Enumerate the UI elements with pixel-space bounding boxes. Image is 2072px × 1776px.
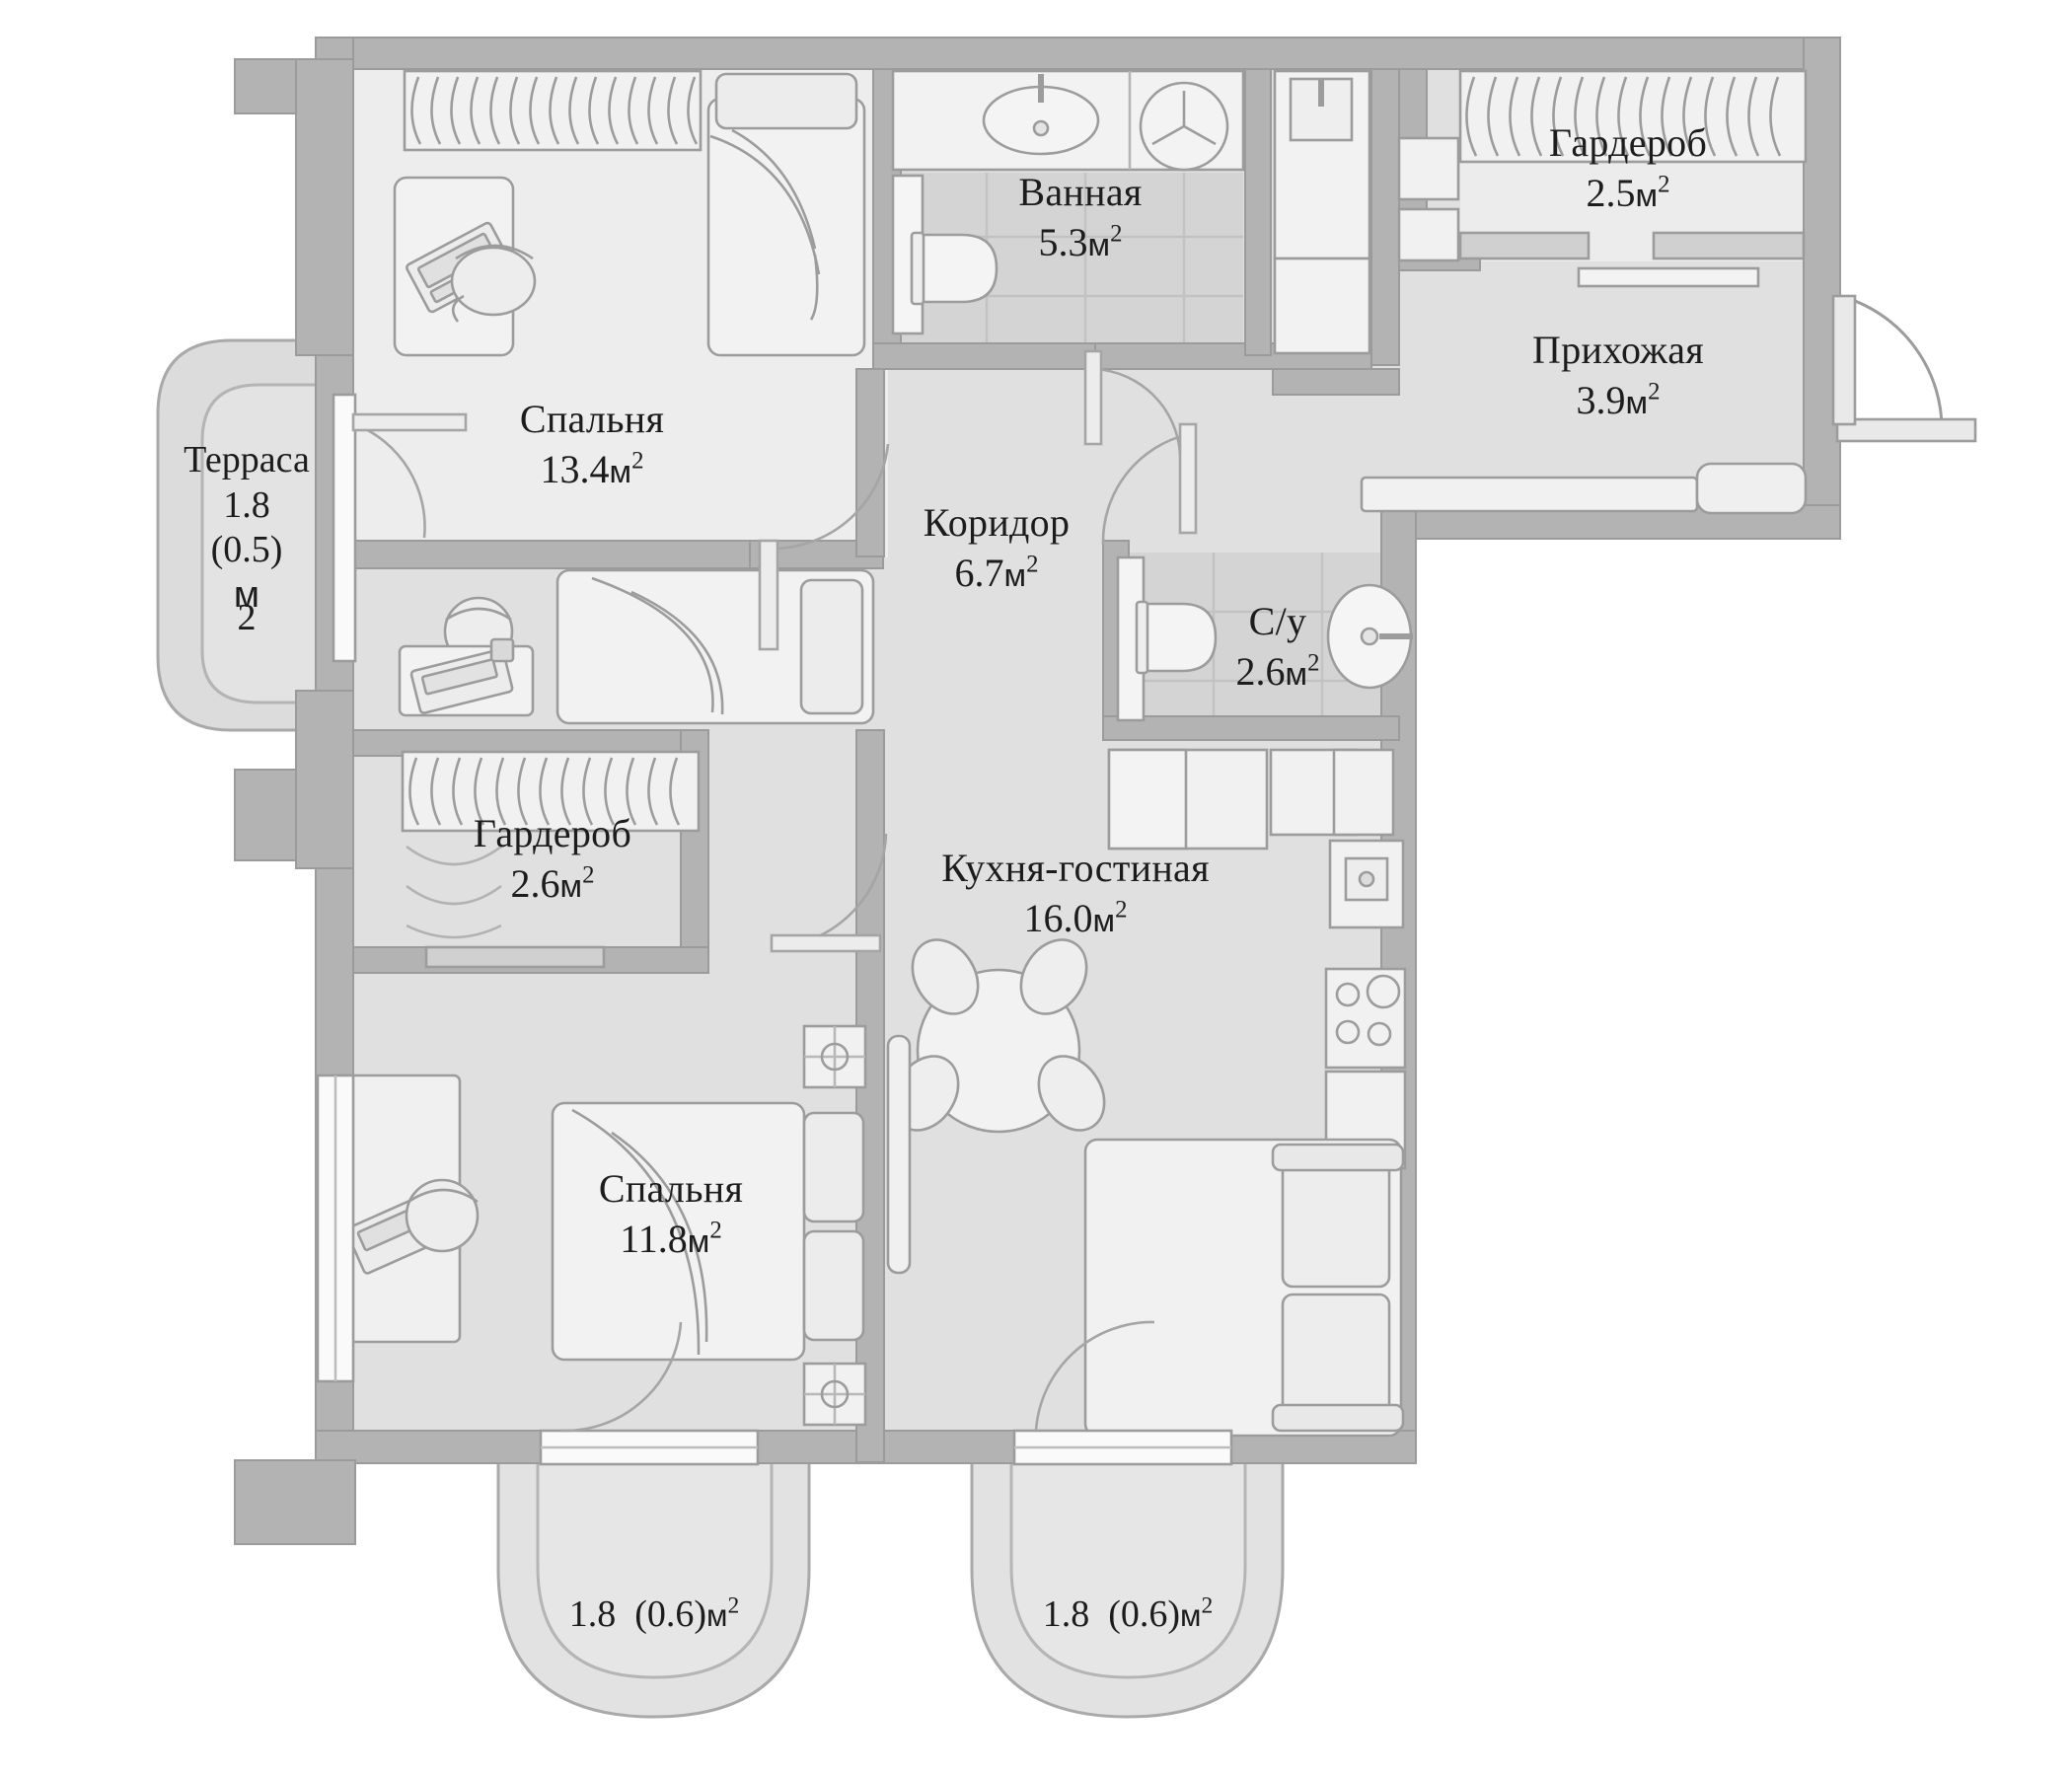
wardrobe-icon-bedroom1	[403, 69, 703, 152]
bed-icon-corridor-side	[555, 568, 875, 725]
bathroom-fixtures	[891, 69, 1245, 335]
bed-icon-bedroom1	[706, 72, 866, 357]
glazing-strip	[886, 1034, 912, 1275]
balcony-right-outline	[970, 1458, 1285, 1719]
dining-table-icon	[891, 938, 1106, 1134]
desk-icon-bedroom2	[332, 1073, 480, 1344]
desk-icon-bedroom1	[393, 176, 537, 357]
toilet-icon-bathroom	[910, 231, 999, 306]
window-icons	[316, 393, 1233, 1466]
left-pilaster	[295, 58, 354, 869]
terrace-outline	[156, 338, 333, 732]
toilet-icon-wc	[1135, 600, 1218, 675]
entry-door	[1831, 294, 1977, 443]
chair-icon-bedroom1	[450, 244, 537, 323]
wardrobe-icon-entry	[1458, 69, 1808, 288]
chair-icon-bedroom2	[405, 1178, 480, 1253]
sofa-icon	[1083, 1138, 1405, 1438]
wardrobe-icon-bedroom2	[401, 750, 701, 969]
desk-icon-bedroom1-lower	[398, 637, 535, 717]
bed-icon-bedroom2	[551, 1101, 865, 1362]
door-icons	[351, 349, 1198, 1433]
boiler-icon	[1397, 136, 1460, 262]
hallway-bench	[1360, 462, 1808, 515]
utility-closet	[1273, 69, 1371, 355]
nightstand-icons-bedroom2	[802, 1024, 867, 1427]
wc-fixtures	[1116, 555, 1413, 722]
balcony-left-outline	[496, 1458, 811, 1719]
furniture	[316, 69, 1977, 1466]
